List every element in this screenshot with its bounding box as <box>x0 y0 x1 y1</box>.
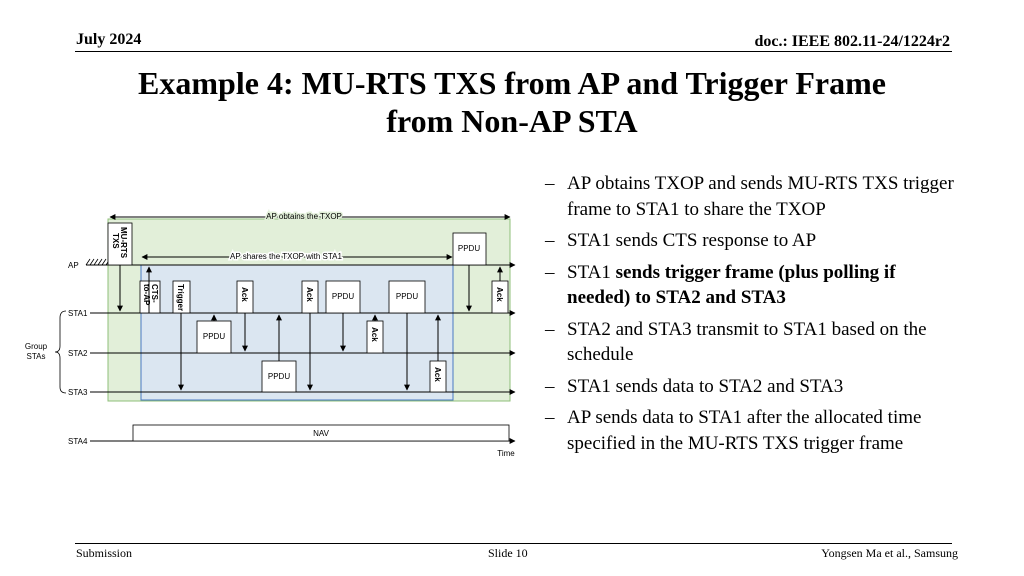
cts-to-ap-frame <box>139 280 161 314</box>
ap-label: AP <box>68 261 79 270</box>
trigger-label: Trigger <box>176 284 185 311</box>
bullet-item: –STA1 sends CTS response to AP <box>545 228 955 254</box>
ack-label-4: Ack <box>433 367 442 382</box>
slide-title: Example 4: MU-RTS TXS from AP and Trigge… <box>60 64 964 140</box>
sta4-label: STA4 <box>68 437 88 446</box>
sta2-ppdu-label: PPDU <box>203 332 225 341</box>
cts-label-line1: CTS- <box>150 284 159 303</box>
ap-ppdu-label: PPDU <box>458 244 480 253</box>
bullet-item: –STA1 sends trigger frame (plus polling … <box>545 260 955 311</box>
bullet-text: STA1 sends CTS response to AP <box>567 230 817 251</box>
ack-label-5: Ack <box>495 287 504 302</box>
bullet-dash: – <box>545 173 555 194</box>
ap-obtains-label: AP obtains the TXOP <box>266 212 342 221</box>
footer-authors: Yongsen Ma et al., Samsung <box>821 546 958 560</box>
sta3-ppdu-frame <box>261 360 297 393</box>
bullet-text: STA1 <box>567 261 616 283</box>
title-line-1: Example 4: MU-RTS TXS from AP and Trigge… <box>138 65 886 101</box>
bullet-text: AP sends data to STA1 after the allocate… <box>567 407 922 454</box>
bullet-text-bold: sends trigger frame (plus polling if nee… <box>567 261 896 309</box>
ap-shares-label: AP shares the TXOP with STA1 <box>230 252 342 261</box>
ap-hatch <box>85 258 111 266</box>
time-label: Time <box>497 449 515 458</box>
header-date: July 2024 <box>76 31 142 48</box>
nav-box <box>132 424 510 442</box>
bullet-text: STA2 and STA3 transmit to STA1 based on … <box>567 318 927 366</box>
bullet-item: –STA1 sends data to STA2 and STA3 <box>545 374 955 400</box>
group-label-line2: STAs <box>27 352 46 361</box>
sta1-ppdu-to-sta3-frame <box>388 280 426 314</box>
sta1-ppdu-label-2: PPDU <box>396 292 418 301</box>
footer-slide-number: Slide 10 <box>488 546 528 560</box>
transmission-arrows <box>117 265 503 391</box>
sta1-label: STA1 <box>68 309 88 318</box>
bullet-text: AP obtains TXOP and sends MU-RTS TXS tri… <box>567 173 954 220</box>
ack-label-2: Ack <box>305 287 314 302</box>
ap-ppdu-frame <box>452 232 487 266</box>
bullet-dash: – <box>545 375 555 397</box>
bullet-dash: – <box>545 407 555 428</box>
footer-divider <box>75 543 952 544</box>
sta1-ppdu-label-1: PPDU <box>332 292 354 301</box>
group-label-line1: Group <box>25 342 48 351</box>
bullet-dash: – <box>545 318 555 340</box>
bullet-item: –AP sends data to STA1 after the allocat… <box>545 405 955 456</box>
bullet-dash: – <box>545 230 555 251</box>
bullet-item: –STA2 and STA3 transmit to STA1 based on… <box>545 317 955 368</box>
sta3-ppdu-label: PPDU <box>268 372 290 381</box>
sta2-ppdu-frame <box>196 320 232 354</box>
bullet-list: –AP obtains TXOP and sends MU-RTS TXS tr… <box>545 171 955 462</box>
header-doc-id: doc.: IEEE 802.11-24/1224r2 <box>754 33 950 50</box>
cts-label-line2: to-AP <box>142 284 151 306</box>
mu-rts-label-line2: TXS <box>111 233 120 249</box>
bullet-dash: – <box>545 261 555 283</box>
mu-rts-label-line1: MU-RTS <box>119 227 128 259</box>
group-brace <box>54 310 67 394</box>
bullet-text: STA1 sends data to STA2 and STA3 <box>567 375 844 397</box>
nav-label: NAV <box>313 429 330 438</box>
bullet-item: –AP obtains TXOP and sends MU-RTS TXS tr… <box>545 171 955 222</box>
ack-label-1: Ack <box>240 287 249 302</box>
header-divider <box>75 51 952 52</box>
sta2-label: STA2 <box>68 349 88 358</box>
ack-label-3: Ack <box>370 327 379 342</box>
sta3-label: STA3 <box>68 388 88 397</box>
footer-submission: Submission <box>76 546 133 560</box>
title-line-2: from Non-AP STA <box>386 103 638 139</box>
